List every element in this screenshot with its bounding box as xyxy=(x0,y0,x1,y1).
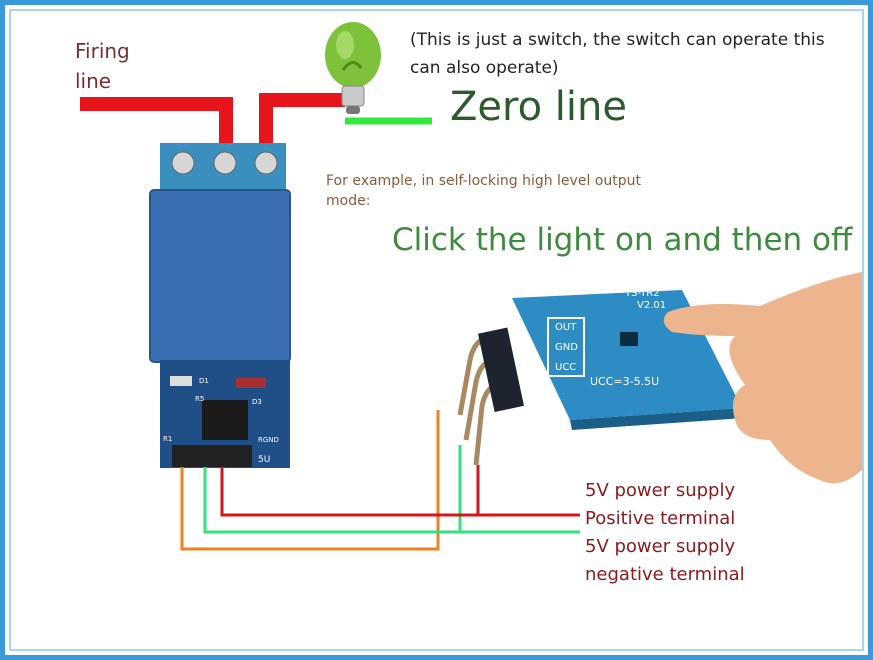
inner-border xyxy=(9,9,864,651)
relay-module: 5U RGND D1 D3 R5 R1 xyxy=(149,143,291,468)
version-label: V2.01 xyxy=(637,300,666,311)
relay-body xyxy=(150,190,290,362)
model-label: YS-TR2 xyxy=(624,288,660,299)
light-bulb-icon xyxy=(325,22,381,114)
click-instruction: Click the light on and then off xyxy=(392,222,853,258)
example-mode-text: For example, in self-locking high level … xyxy=(326,173,641,209)
finger-hand-icon xyxy=(663,272,862,484)
switch-note: (This is just a switch, the switch can o… xyxy=(410,30,825,78)
pin-label-vcc: UCC xyxy=(555,362,576,373)
pin-label-gnd: GND xyxy=(555,342,578,353)
signal-wire xyxy=(203,445,580,534)
sensor-header-pins xyxy=(457,327,524,466)
wire-label-2: Positive terminal xyxy=(585,508,736,529)
positive-wire xyxy=(220,465,580,517)
pin-label-out: OUT xyxy=(555,322,577,333)
wire-label-4: negative terminal xyxy=(585,564,745,585)
wire-label-1: 5V power supply xyxy=(585,480,736,501)
pcb-label-rgnd: RGND xyxy=(258,436,279,444)
pcb-label-5v: 5U xyxy=(258,455,270,465)
firing-line-label: Firing line xyxy=(75,39,130,93)
pcb-label-r1: R1 xyxy=(163,435,172,443)
pcb-label-r5: R5 xyxy=(195,395,204,403)
pcb-label-d3: D3 xyxy=(252,398,262,406)
wire-label-3: 5V power supply xyxy=(585,536,736,557)
negative-wire xyxy=(180,410,440,551)
zero-line-label: Zero line xyxy=(450,84,627,130)
pcb-label-d1: D1 xyxy=(199,377,209,385)
voltage-label: UCC=3-5.5U xyxy=(590,375,659,388)
